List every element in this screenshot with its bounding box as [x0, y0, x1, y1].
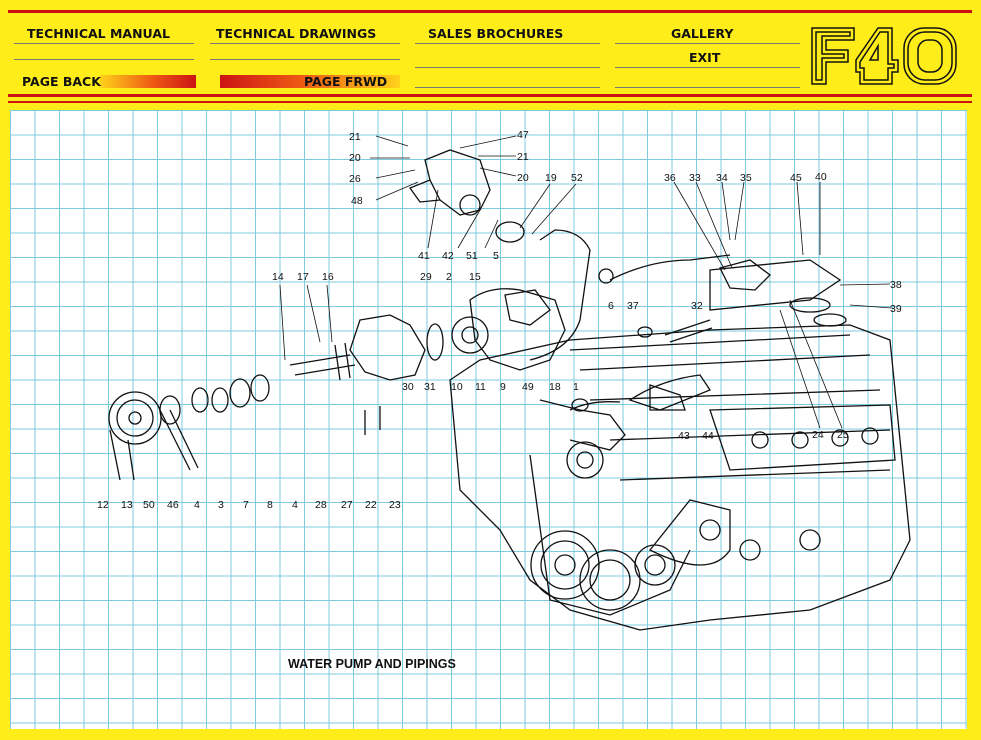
callout-6: 6	[608, 300, 614, 312]
callout-27: 27	[341, 499, 353, 511]
callout-37: 37	[627, 300, 639, 312]
callout-34: 34	[716, 172, 728, 184]
callout-22: 22	[365, 499, 377, 511]
callout-51: 51	[466, 250, 478, 262]
callout-21: 21	[349, 131, 361, 143]
callout-2: 2	[446, 271, 452, 283]
callout-33: 33	[689, 172, 701, 184]
callout-5: 5	[493, 250, 499, 262]
bottom-rule	[8, 94, 972, 97]
callout-8: 8	[267, 499, 273, 511]
callout-44: 44	[702, 430, 714, 442]
callout-17: 17	[297, 271, 309, 283]
callout-35: 35	[740, 172, 752, 184]
drawing-sheet: 21 47 20 21 26 20 48 19 52 41 42 51 5 14…	[10, 110, 967, 729]
callout-labels: 21 47 20 21 26 20 48 19 52 41 42 51 5 14…	[97, 129, 902, 511]
callout-12: 12	[97, 499, 109, 511]
callout-40: 40	[815, 171, 827, 183]
callout-18: 18	[549, 381, 561, 393]
callout-10: 10	[451, 381, 463, 393]
divider	[210, 43, 400, 44]
leader-lines	[279, 135, 893, 429]
divider	[210, 59, 400, 60]
divider	[615, 67, 800, 68]
callout-47: 47	[517, 129, 529, 141]
callout-38: 38	[890, 279, 902, 291]
callout-39: 39	[890, 303, 902, 315]
callout-21-b: 21	[517, 151, 529, 163]
callout-9: 9	[500, 381, 506, 393]
bottom-rule-thin	[8, 101, 972, 103]
callout-48: 48	[351, 195, 363, 207]
callout-4-b: 4	[292, 499, 298, 511]
sales-brochures-link[interactable]: SALES BROCHURES	[428, 26, 564, 41]
gallery-link[interactable]: GALLERY	[671, 26, 734, 41]
callout-3: 3	[218, 499, 224, 511]
callout-29: 29	[420, 271, 432, 283]
callout-41: 41	[418, 250, 430, 262]
callout-7: 7	[243, 499, 249, 511]
exit-link[interactable]: EXIT	[689, 50, 721, 65]
callout-1: 1	[573, 381, 579, 393]
callout-36: 36	[664, 172, 676, 184]
callout-50: 50	[143, 499, 155, 511]
divider	[615, 43, 800, 44]
technical-manual-link[interactable]: TECHNICAL MANUAL	[27, 26, 170, 41]
callout-52: 52	[571, 172, 583, 184]
callout-13: 13	[121, 499, 133, 511]
callout-19: 19	[545, 172, 557, 184]
callout-4: 4	[194, 499, 200, 511]
page-back-bar	[100, 75, 196, 88]
callout-42: 42	[442, 250, 454, 262]
page-forward-bar	[220, 75, 400, 88]
technical-drawings-link[interactable]: TECHNICAL DRAWINGS	[216, 26, 377, 41]
callout-46: 46	[167, 499, 179, 511]
callout-31: 31	[424, 381, 436, 393]
top-navigation-bar: TECHNICAL MANUAL TECHNICAL DRAWINGS SALE…	[0, 0, 981, 108]
callout-14: 14	[272, 271, 284, 283]
callout-11: 11	[475, 381, 486, 393]
divider	[415, 67, 600, 68]
callout-24: 24	[812, 429, 824, 441]
callout-15: 15	[469, 271, 481, 283]
callout-30: 30	[402, 381, 414, 393]
divider	[415, 87, 600, 88]
page-forward-button[interactable]: PAGE FRWD	[304, 74, 388, 89]
callout-25: 25	[837, 429, 849, 441]
callout-43: 43	[678, 430, 690, 442]
divider	[615, 87, 800, 88]
callout-23: 23	[389, 499, 401, 511]
divider	[14, 43, 194, 44]
diagram-caption: WATER PUMP AND PIPINGS	[288, 657, 456, 671]
callout-32: 32	[691, 300, 703, 312]
engine-drawing	[108, 149, 911, 631]
callout-26: 26	[349, 173, 361, 185]
callout-20-b: 20	[517, 172, 529, 184]
top-rule	[8, 10, 972, 13]
callout-49: 49	[522, 381, 534, 393]
callout-45: 45	[790, 172, 802, 184]
page-back-button[interactable]: PAGE BACK	[22, 74, 101, 89]
callout-28: 28	[315, 499, 327, 511]
callout-16: 16	[322, 271, 334, 283]
water-pump-diagram: 21 47 20 21 26 20 48 19 52 41 42 51 5 14…	[97, 129, 911, 631]
callout-20: 20	[349, 152, 361, 164]
divider	[415, 43, 600, 44]
f40-logo	[811, 27, 957, 85]
divider	[14, 59, 194, 60]
